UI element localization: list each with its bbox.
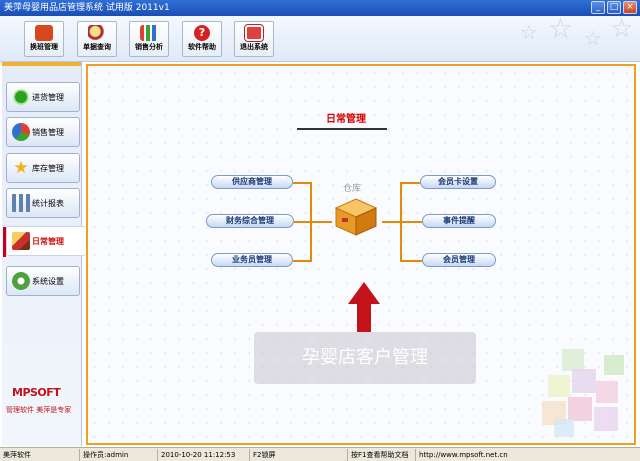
maximize-button[interactable]: □ — [607, 1, 621, 14]
toolbar-label: 单据查询 — [83, 43, 111, 51]
help-icon: ? — [194, 25, 210, 41]
status-lock-hint: F2锁屏 — [250, 449, 348, 461]
star-icon: ★ — [13, 158, 29, 178]
minimize-button[interactable]: _ — [591, 1, 605, 14]
sidebar-item-label: 日常管理 — [32, 236, 64, 246]
sidebar-item-label: 销售管理 — [32, 127, 64, 137]
star-decoration-icon: ☆ — [610, 16, 634, 44]
title-underline — [297, 128, 387, 130]
connector-line — [310, 182, 312, 262]
toolbar-label: 销售分析 — [135, 43, 163, 51]
sidebar-top-bar — [2, 62, 81, 66]
status-bar: 美萍软件 操作员:admin 2010-10-20 11:12:53 F2锁屏 … — [0, 447, 640, 461]
member-management-button[interactable]: 会员管理 — [422, 253, 496, 267]
cube-decoration-icon — [542, 341, 632, 441]
sidebar-item-label: 统计报表 — [32, 198, 64, 208]
connector-line — [400, 182, 420, 184]
window-controls: _ □ × — [591, 1, 637, 14]
toolbar-label: 退出系统 — [240, 43, 268, 51]
status-help-hint: 按F1查看帮助文档 — [348, 449, 416, 461]
document-query-button[interactable]: 单据查询 — [77, 21, 117, 57]
slogan: 管理软件 美萍是专家 — [6, 406, 72, 414]
connector-line — [312, 221, 332, 223]
finance-management-button[interactable]: 财务综合管理 — [206, 214, 294, 228]
sidebar-item-system-settings[interactable]: 系统设置 — [6, 266, 80, 296]
event-reminder-button[interactable]: 事件提醒 — [422, 214, 496, 228]
bar-chart-icon — [140, 25, 158, 41]
sidebar-item-inventory[interactable]: ★ 库存管理 — [6, 153, 80, 183]
salesperson-management-button[interactable]: 业务员管理 — [211, 253, 293, 267]
status-datetime: 2010-10-20 11:12:53 — [158, 449, 250, 461]
exit-system-button[interactable]: 退出系统 — [234, 21, 274, 57]
star-decoration-icon: ☆ — [548, 16, 574, 45]
sidebar-item-purchase[interactable]: 进货管理 — [6, 82, 80, 112]
status-app-name: 美萍软件 — [0, 449, 80, 461]
connector-line — [294, 221, 312, 223]
shift-icon — [35, 25, 53, 41]
connector-line — [293, 260, 312, 262]
section-title: 日常管理 — [326, 114, 366, 125]
gear-icon — [12, 272, 30, 290]
sidebar-item-label: 系统设置 — [32, 276, 64, 286]
warehouse-box-icon — [334, 197, 378, 237]
close-button[interactable]: × — [623, 1, 637, 14]
supplier-management-button[interactable]: 供应商管理 — [211, 175, 293, 189]
member-card-settings-button[interactable]: 会员卡设置 — [420, 175, 496, 189]
mpsoft-logo: MPSOFT — [12, 386, 61, 399]
customer-management-banner: 孕婴店客户管理 — [254, 332, 476, 384]
toolbar-label: 换班管理 — [30, 43, 58, 51]
status-website-link[interactable]: http://www.mpsoft.net.cn — [419, 451, 508, 459]
title-bar: 美萍母婴用品店管理系统 试用版 2011v1 _ □ × — [0, 0, 640, 16]
bar-chart-icon — [12, 194, 30, 212]
connector-line — [400, 221, 422, 223]
star-decoration-icon: ☆ — [520, 20, 538, 44]
sidebar-item-daily-management[interactable]: 日常管理 — [3, 226, 86, 257]
brush-icon — [12, 232, 30, 250]
plus-icon — [12, 88, 30, 106]
sales-analysis-button[interactable]: 销售分析 — [129, 21, 169, 57]
status-operator: 操作员:admin — [80, 449, 158, 461]
software-help-button[interactable]: ? 软件帮助 — [182, 21, 222, 57]
sidebar: 进货管理 销售管理 ★ 库存管理 统计报表 日常管理 系统设置 MPSOFT 管… — [2, 62, 86, 446]
connector-line — [400, 260, 422, 262]
connector-line — [382, 221, 402, 223]
up-arrow-icon — [348, 282, 380, 304]
sidebar-item-sales[interactable]: 销售管理 — [6, 117, 80, 147]
shift-management-button[interactable]: 换班管理 — [24, 21, 64, 57]
sidebar-item-reports[interactable]: 统计报表 — [6, 188, 80, 218]
exit-icon — [244, 24, 264, 42]
star-decoration-icon: ☆ — [584, 26, 602, 50]
sidebar-item-label: 库存管理 — [32, 163, 64, 173]
toolbar: 换班管理 单据查询 销售分析 ? 软件帮助 退出系统 ☆ ☆ ☆ ☆ — [0, 16, 640, 62]
window-title: 美萍母婴用品店管理系统 试用版 2011v1 — [4, 3, 170, 13]
warehouse-label: 仓库 — [343, 184, 362, 194]
main-panel: 日常管理 供应商管理 财务综合管理 业务员管理 仓库 会员卡设置 事件提醒 会员… — [86, 64, 636, 445]
magnifier-icon — [88, 25, 106, 41]
up-arrow-shaft — [357, 302, 371, 332]
pie-icon — [12, 123, 30, 141]
connector-line — [293, 182, 312, 184]
sidebar-item-label: 进货管理 — [32, 92, 64, 102]
toolbar-label: 软件帮助 — [188, 43, 216, 51]
